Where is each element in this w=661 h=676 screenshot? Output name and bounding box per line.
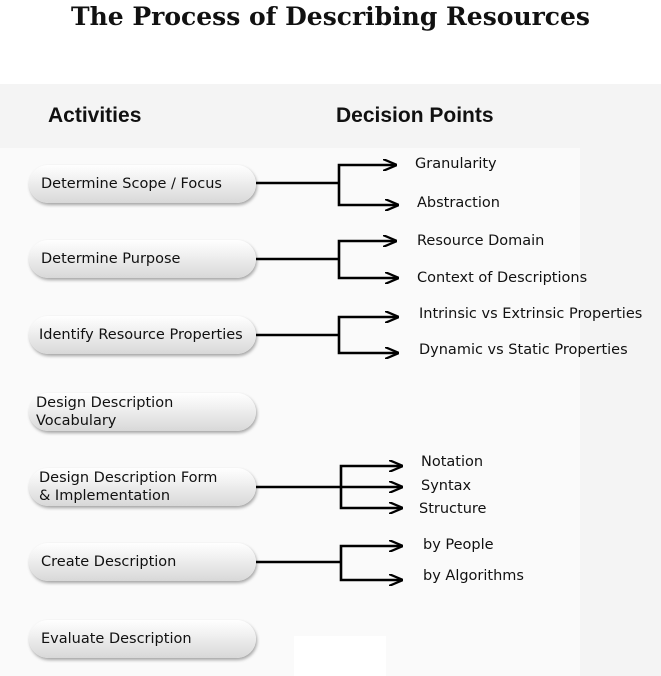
activity-label: Determine Purpose: [41, 251, 181, 267]
activity-label: Determine Scope / Focus: [41, 176, 222, 192]
blank-area: [294, 636, 386, 676]
activity-create-description: Create Description: [29, 543, 256, 581]
activity-design-vocabulary: Design Description Vocabulary: [29, 393, 256, 431]
arrow-by-people: [339, 546, 402, 562]
decision-by-algorithms: by Algorithms: [423, 568, 524, 584]
activity-label: Evaluate Description: [41, 631, 192, 647]
decision-points-heading: Decision Points: [336, 104, 494, 127]
decision-intrinsic-extrinsic: Intrinsic vs Extrinsic Properties: [419, 306, 643, 322]
arrow-dynamic: [337, 335, 398, 353]
activity-label: Create Description: [41, 554, 177, 570]
arrow-by-algorithms: [339, 562, 402, 580]
arrow-context: [337, 259, 398, 278]
decision-by-people: by People: [423, 537, 494, 553]
decision-granularity: Granularity: [415, 156, 497, 172]
activity-evaluate-description: Evaluate Description: [29, 620, 256, 658]
page-title: The Process of Describing Resources: [70, 2, 591, 31]
decision-dynamic-static: Dynamic vs Static Properties: [419, 342, 628, 358]
arrow-resource-domain: [337, 241, 396, 259]
activities-heading: Activities: [48, 104, 142, 127]
decision-structure: Structure: [419, 501, 487, 517]
activity-determine-purpose: Determine Purpose: [29, 240, 256, 278]
arrow-granularity: [337, 165, 396, 183]
arrow-intrinsic: [337, 317, 398, 335]
activity-identify-properties: Identify Resource Properties: [29, 316, 256, 354]
activity-label: Identify Resource Properties: [39, 327, 243, 343]
activity-label: Design Description Form & Implementation: [39, 470, 218, 504]
activity-design-form: Design Description Form & Implementation: [29, 468, 256, 506]
activity-label: Design Description Vocabulary: [36, 395, 174, 429]
decision-notation: Notation: [421, 454, 484, 470]
arrow-abstraction: [337, 183, 398, 205]
decision-resource-domain: Resource Domain: [417, 233, 545, 249]
arrow-structure: [339, 487, 402, 508]
activity-determine-scope: Determine Scope / Focus: [29, 165, 256, 203]
decision-context: Context of Descriptions: [417, 270, 588, 286]
decision-syntax: Syntax: [421, 478, 472, 494]
arrow-notation: [339, 466, 402, 487]
decision-abstraction: Abstraction: [417, 195, 500, 211]
